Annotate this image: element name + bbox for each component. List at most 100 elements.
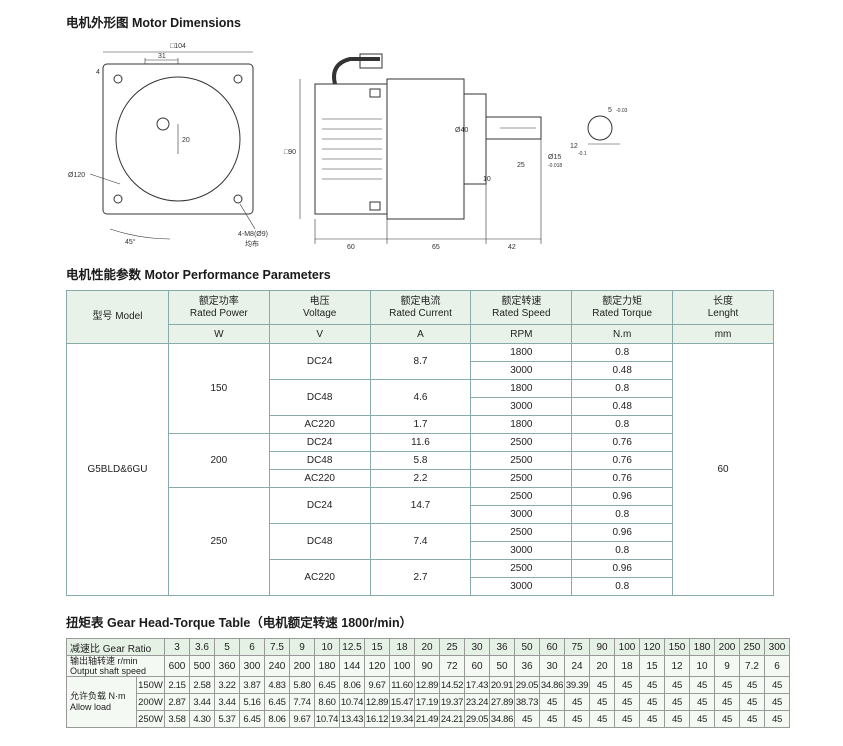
voltage-cell: AC220 bbox=[268, 469, 371, 488]
front-mount-hole bbox=[233, 194, 243, 204]
load-value-cell: 15.47 bbox=[389, 693, 415, 711]
speed-cell: 2500 bbox=[470, 451, 573, 470]
voltage-cell: AC220 bbox=[268, 559, 371, 596]
gear-ratio-cell: 75 bbox=[564, 638, 590, 656]
dim-holes: 4-M8(Ø9) bbox=[238, 231, 268, 238]
cable bbox=[332, 57, 380, 85]
output-speed-cell: 120 bbox=[364, 655, 390, 677]
speed-cell: 3000 bbox=[470, 505, 573, 524]
load-value-cell: 13.43 bbox=[339, 710, 365, 728]
load-value-cell: 45 bbox=[589, 676, 615, 694]
output-speed-cell: 7.2 bbox=[739, 655, 765, 677]
motor-dimension-drawing: □104 31 4 20 Ø120 45° 4-M8(Ø9) 均布 □90 Ø4… bbox=[68, 43, 628, 251]
output-speed-cell: 180 bbox=[314, 655, 340, 677]
load-value-cell: 24.21 bbox=[439, 710, 465, 728]
output-speed-cell: 72 bbox=[439, 655, 465, 677]
load-value-cell: 45 bbox=[714, 710, 740, 728]
dim-20: 20 bbox=[182, 137, 190, 144]
load-value-cell: 45 bbox=[664, 693, 690, 711]
load-value-cell: 3.58 bbox=[164, 710, 190, 728]
unit-v: V bbox=[268, 324, 371, 344]
front-mount-hole bbox=[113, 194, 123, 204]
gear-ratio-cell: 7.5 bbox=[264, 638, 290, 656]
speed-cell: 3000 bbox=[470, 577, 573, 596]
load-value-cell: 45 bbox=[664, 676, 690, 694]
connector bbox=[359, 53, 383, 69]
torque-cell: 0.76 bbox=[571, 433, 674, 452]
dim-angle: 45° bbox=[125, 238, 136, 246]
load-value-cell: 45 bbox=[689, 693, 715, 711]
unit-rpm: RPM bbox=[470, 324, 573, 344]
current-cell: 2.7 bbox=[369, 559, 472, 596]
voltage-cell: DC24 bbox=[268, 433, 371, 452]
torque-cell: 0.8 bbox=[571, 415, 674, 434]
load-value-cell: 45 bbox=[714, 693, 740, 711]
output-speed-cell: 9 bbox=[714, 655, 740, 677]
load-value-cell: 6.45 bbox=[314, 676, 340, 694]
load-value-cell: 21.49 bbox=[414, 710, 440, 728]
speed-cell: 2500 bbox=[470, 433, 573, 452]
load-value-cell: 45 bbox=[764, 676, 790, 694]
dim-len65: 65 bbox=[432, 244, 440, 251]
load-value-cell: 6.45 bbox=[239, 710, 265, 728]
unit-a: A bbox=[369, 324, 472, 344]
power-cell: 150 bbox=[167, 343, 270, 434]
load-value-cell: 12.89 bbox=[364, 693, 390, 711]
load-value-cell: 9.67 bbox=[364, 676, 390, 694]
header-model: 型号 Model bbox=[66, 290, 169, 344]
load-value-cell: 8.06 bbox=[339, 676, 365, 694]
load-value-cell: 45 bbox=[639, 710, 665, 728]
dim-key-12: 12 bbox=[570, 143, 578, 150]
load-value-cell: 8.06 bbox=[264, 710, 290, 728]
load-value-cell: 45 bbox=[539, 693, 565, 711]
voltage-cell: DC48 bbox=[268, 451, 371, 470]
voltage-cell: DC24 bbox=[268, 487, 371, 524]
voltage-cell: DC48 bbox=[268, 379, 371, 416]
load-value-cell: 45 bbox=[614, 676, 640, 694]
load-value-cell: 17.43 bbox=[464, 676, 490, 694]
gear-ratio-cell: 20 bbox=[414, 638, 440, 656]
gear-ratio-cell: 30 bbox=[464, 638, 490, 656]
dim-dia15: Ø15 bbox=[548, 154, 561, 161]
load-value-cell: 29.05 bbox=[514, 676, 540, 694]
load-value-cell: 8.60 bbox=[314, 693, 340, 711]
gear-ratio-cell: 250 bbox=[739, 638, 765, 656]
speed-cell: 1800 bbox=[470, 415, 573, 434]
load-value-cell: 45 bbox=[764, 693, 790, 711]
gear-ratio-cell: 60 bbox=[539, 638, 565, 656]
load-value-cell: 45 bbox=[739, 676, 765, 694]
gear-flange bbox=[463, 93, 487, 185]
motor-body-main bbox=[386, 78, 465, 220]
performance-title: 电机性能参数 Motor Performance Parameters bbox=[66, 268, 331, 282]
front-mount-hole bbox=[113, 74, 123, 84]
dim-len60: 60 bbox=[347, 244, 355, 251]
current-cell: 5.8 bbox=[369, 451, 472, 470]
load-value-cell: 27.89 bbox=[489, 693, 515, 711]
load-value-cell: 6.45 bbox=[264, 693, 290, 711]
load-power-cell: 150W bbox=[136, 676, 165, 694]
gear-ratio-cell: 150 bbox=[664, 638, 690, 656]
output-speed-cell: 24 bbox=[564, 655, 590, 677]
output-speed-cell: 200 bbox=[289, 655, 315, 677]
torque-cell: 0.8 bbox=[571, 379, 674, 398]
dimensions-title: 电机外形图 Motor Dimensions bbox=[66, 16, 242, 30]
load-value-cell: 2.87 bbox=[164, 693, 190, 711]
load-value-cell: 5.16 bbox=[239, 693, 265, 711]
torque-title: 扭矩表 Gear Head-Torque Table（电机额定转速 1800r/… bbox=[66, 616, 413, 630]
front-pilot-circle bbox=[115, 76, 241, 202]
front-mount-hole bbox=[233, 74, 243, 84]
torque-cell: 0.76 bbox=[571, 451, 674, 470]
output-speed-cell: 30 bbox=[539, 655, 565, 677]
output-speed-cell: 18 bbox=[614, 655, 640, 677]
gear-ratio-cell: 50 bbox=[514, 638, 540, 656]
dim-key-5: 5 bbox=[608, 107, 612, 114]
gear-ratio-cell: 3.6 bbox=[189, 638, 215, 656]
output-speed-cell: 20 bbox=[589, 655, 615, 677]
load-value-cell: 9.67 bbox=[289, 710, 315, 728]
gear-ratio-cell: 3 bbox=[164, 638, 190, 656]
